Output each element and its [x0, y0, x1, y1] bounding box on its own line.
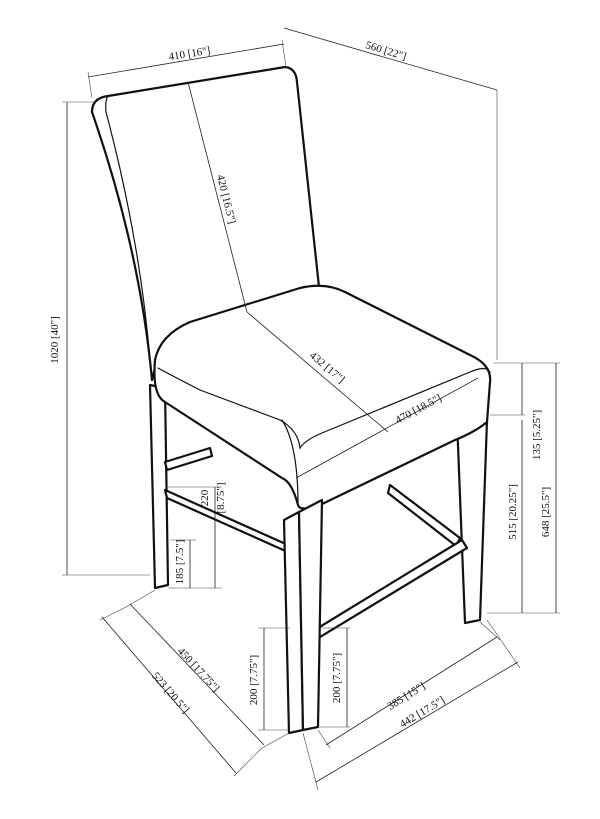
back-stretcher: [386, 483, 462, 548]
label-overall-height: 1020 [40"]: [49, 316, 61, 364]
label-overall-depth: 560 [22"]: [364, 39, 408, 63]
side-stretcher-upper: [163, 446, 214, 472]
dim-front-leg-clearance: 200 [7.75"]: [248, 627, 290, 731]
back-left-leg: [148, 383, 170, 590]
dim-top-width: 410 [16"]: [87, 39, 287, 99]
label-rail-height-inch: [8.75"]: [215, 482, 227, 513]
dim-inner-depth: 450 [17.75"]: [127, 589, 290, 749]
front-stretcher: [316, 538, 469, 639]
front-right-leg: [297, 498, 324, 732]
dim-rail-height: 220 [8.75"]: [168, 482, 227, 589]
label-seat-top-height: 648 [25.5"]: [540, 487, 552, 537]
label-outer-depth: 523 [20.5"]: [149, 670, 191, 716]
dim-overall-height: 1020 [40"]: [49, 101, 150, 576]
dim-foot-rail: 185 [7.5"]: [170, 540, 196, 588]
dim-seat-thickness: 135 [5.25"]: [490, 362, 560, 460]
label-rail-height-mm: 220: [199, 489, 211, 506]
back-right-leg: [455, 418, 489, 625]
label-front-leg-clearance: 200 [7.75"]: [248, 655, 260, 705]
seat-corner-left: [281, 419, 299, 506]
label-inner-depth: 450 [17.75"]: [175, 645, 222, 694]
label-seat-thickness: 135 [5.25"]: [531, 410, 543, 460]
backrest-edge: [105, 95, 151, 361]
seat-cushion: [153, 284, 492, 510]
seat-top-edge: [157, 367, 491, 450]
label-seat-height: 515 [20.25"]: [507, 484, 519, 540]
dim-outer-depth: 523 [20.5"]: [99, 605, 263, 777]
dim-seat-height: 515 [20.25"]: [487, 420, 560, 614]
dim-outer-width: 442 [17.5"]: [302, 619, 521, 791]
dim-seat-top-height: 648 [25.5"]: [540, 363, 557, 613]
dim-inner-width: 385 [15"]: [317, 621, 501, 749]
label-foot-rail: 185 [7.5"]: [174, 540, 186, 585]
label-rear-leg-clearance: 200 [7.75"]: [331, 653, 343, 703]
label-top-width: 410 [16"]: [168, 45, 211, 63]
dim-rear-leg-clearance: 200 [7.75"]: [318, 627, 350, 728]
